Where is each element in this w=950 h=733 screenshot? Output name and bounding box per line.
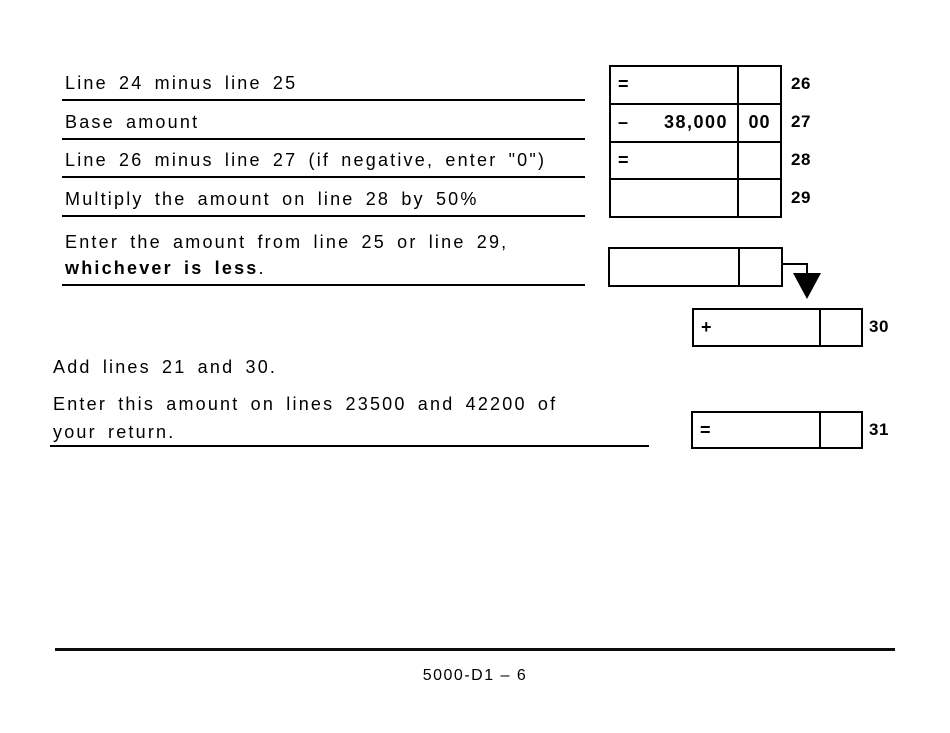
line-number-28: 28 [791, 150, 811, 169]
row-label-line29: Multiply the amount on line 28 by 50% [62, 187, 585, 217]
amount-cell-line29 [611, 180, 737, 216]
connector-line-vertical [806, 263, 808, 275]
amount-cell-lesser [610, 249, 738, 285]
amount-value: 38,000 [663, 112, 728, 133]
row-label-text: Line 26 minus line 27 (if negative, ente… [65, 150, 547, 170]
row-label-text: Base amount [65, 112, 200, 132]
arrow-down-icon [793, 273, 821, 299]
footer-rule [55, 648, 895, 651]
minus-operator: – [618, 112, 629, 133]
connector-line-horizontal [781, 263, 808, 265]
amount-box-line26: = [611, 67, 780, 105]
row-label-line28: Line 26 minus line 27 (if negative, ente… [62, 148, 585, 178]
cents-cell-line28 [737, 142, 780, 179]
enter-amount-paragraph: Enter this amount on lines 23500 and 422… [53, 390, 653, 446]
page-number: 5000-D1 – 6 [422, 667, 528, 684]
lesser-label-bold: whichever is less [65, 258, 259, 278]
amount-cell-line28: = [611, 143, 737, 179]
amount-cell-line26: = [611, 67, 737, 103]
cents-cell-lesser [738, 249, 781, 285]
lesser-label-line1: Enter the amount from line 25 or line 29… [65, 232, 509, 252]
line-number-31: 31 [869, 420, 889, 439]
line-number-26: 26 [791, 74, 811, 93]
amount-cell-line30: + [694, 310, 819, 345]
amount-box-line28: = [611, 142, 780, 181]
amount-box-group-lines-26-29: = – 38,000 00 = [609, 65, 782, 218]
enter-amount-line2: your return. [53, 422, 176, 442]
amount-cell-line31: = [693, 413, 819, 447]
amount-box-lesser [608, 247, 783, 287]
row-label-line26: Line 24 minus line 25 [62, 72, 585, 101]
row-label-text: Line 24 minus line 25 [65, 73, 298, 93]
cents-cell-line31 [819, 413, 861, 447]
line-number-30: 30 [869, 317, 889, 336]
cents-cell-line27: 00 [737, 104, 780, 141]
equals-operator: = [618, 149, 629, 170]
line-number-27: 27 [791, 112, 811, 131]
line-number-29: 29 [791, 188, 811, 207]
row-label-text: Enter the amount from line 25 or line 29… [65, 229, 508, 281]
plus-operator: + [701, 317, 712, 337]
add-lines-paragraph: Add lines 21 and 30. [53, 357, 278, 377]
amount-cell-line27: – 38,000 [611, 105, 737, 141]
lesser-label-period: . [258, 258, 266, 278]
equals-operator: = [700, 419, 711, 440]
row-label-line27: Base amount [62, 110, 585, 140]
amount-box-line29 [611, 180, 780, 216]
row-label-text: Multiply the amount on line 28 by 50% [65, 189, 479, 209]
cents-cell-line26 [737, 67, 780, 103]
paragraph-underline [50, 445, 649, 447]
cents-cell-line29 [737, 180, 780, 216]
enter-amount-line1: Enter this amount on lines 23500 and 422… [53, 394, 558, 414]
amount-box-line31: = [691, 411, 863, 449]
cents-cell-line30 [819, 310, 861, 345]
amount-box-line27: – 38,000 00 [611, 104, 780, 143]
amount-box-line30: + [692, 308, 863, 347]
equals-operator: = [618, 74, 629, 95]
row-label-lesser-amount: Enter the amount from line 25 or line 29… [62, 227, 585, 286]
